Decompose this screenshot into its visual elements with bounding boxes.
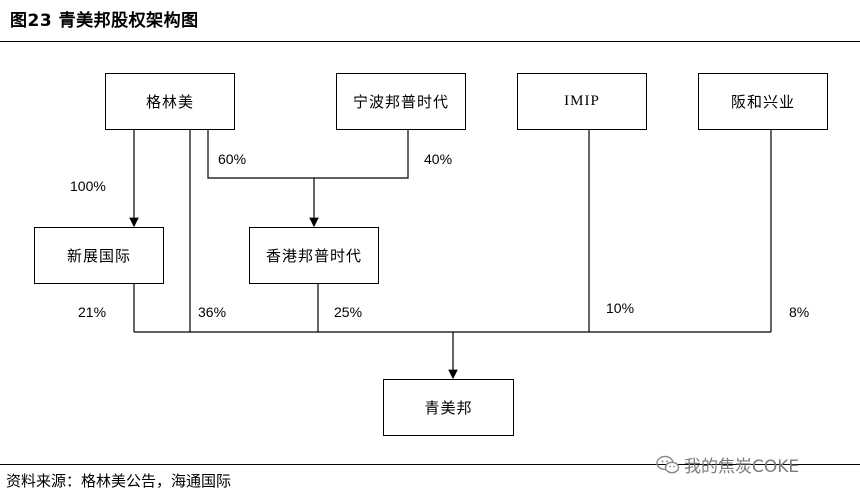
source-note: 资料来源：格林美公告，海通国际: [6, 472, 232, 490]
stake-hanwa-qmb: 8%: [789, 304, 810, 320]
entity-ningbo: 宁波邦普时代: [336, 73, 466, 130]
stake-hk-qmb: 25%: [334, 304, 363, 320]
stake-gem-xinzhan: 100%: [70, 178, 106, 194]
entity-imip: IMIP: [517, 73, 647, 130]
entity-qmb: 青美邦: [383, 379, 514, 436]
watermark-text: 我的焦炭COKE: [684, 457, 800, 477]
edge-gem-hk: [207, 130, 409, 179]
entity-gem: 格林美: [105, 73, 235, 130]
stake-imip-qmb: 10%: [606, 300, 635, 316]
entity-hanwa: 阪和兴业: [698, 73, 828, 130]
entity-xinzhan: 新展国际: [34, 227, 164, 284]
stake-gem-hk: 60%: [218, 151, 247, 167]
watermark: 我的焦炭COKE: [656, 452, 799, 477]
entity-hk: 香港邦普时代: [249, 227, 379, 284]
title-rule: [0, 41, 860, 42]
stake-ningbo-hk: 40%: [424, 151, 453, 167]
wechat-icon: [656, 455, 680, 473]
stake-gem-qmb: 36%: [198, 304, 227, 320]
figure-title: 图23 青美邦股权架构图: [10, 11, 199, 31]
source-rule: [0, 464, 860, 465]
stake-xinzhan-qmb: 21%: [78, 304, 107, 320]
